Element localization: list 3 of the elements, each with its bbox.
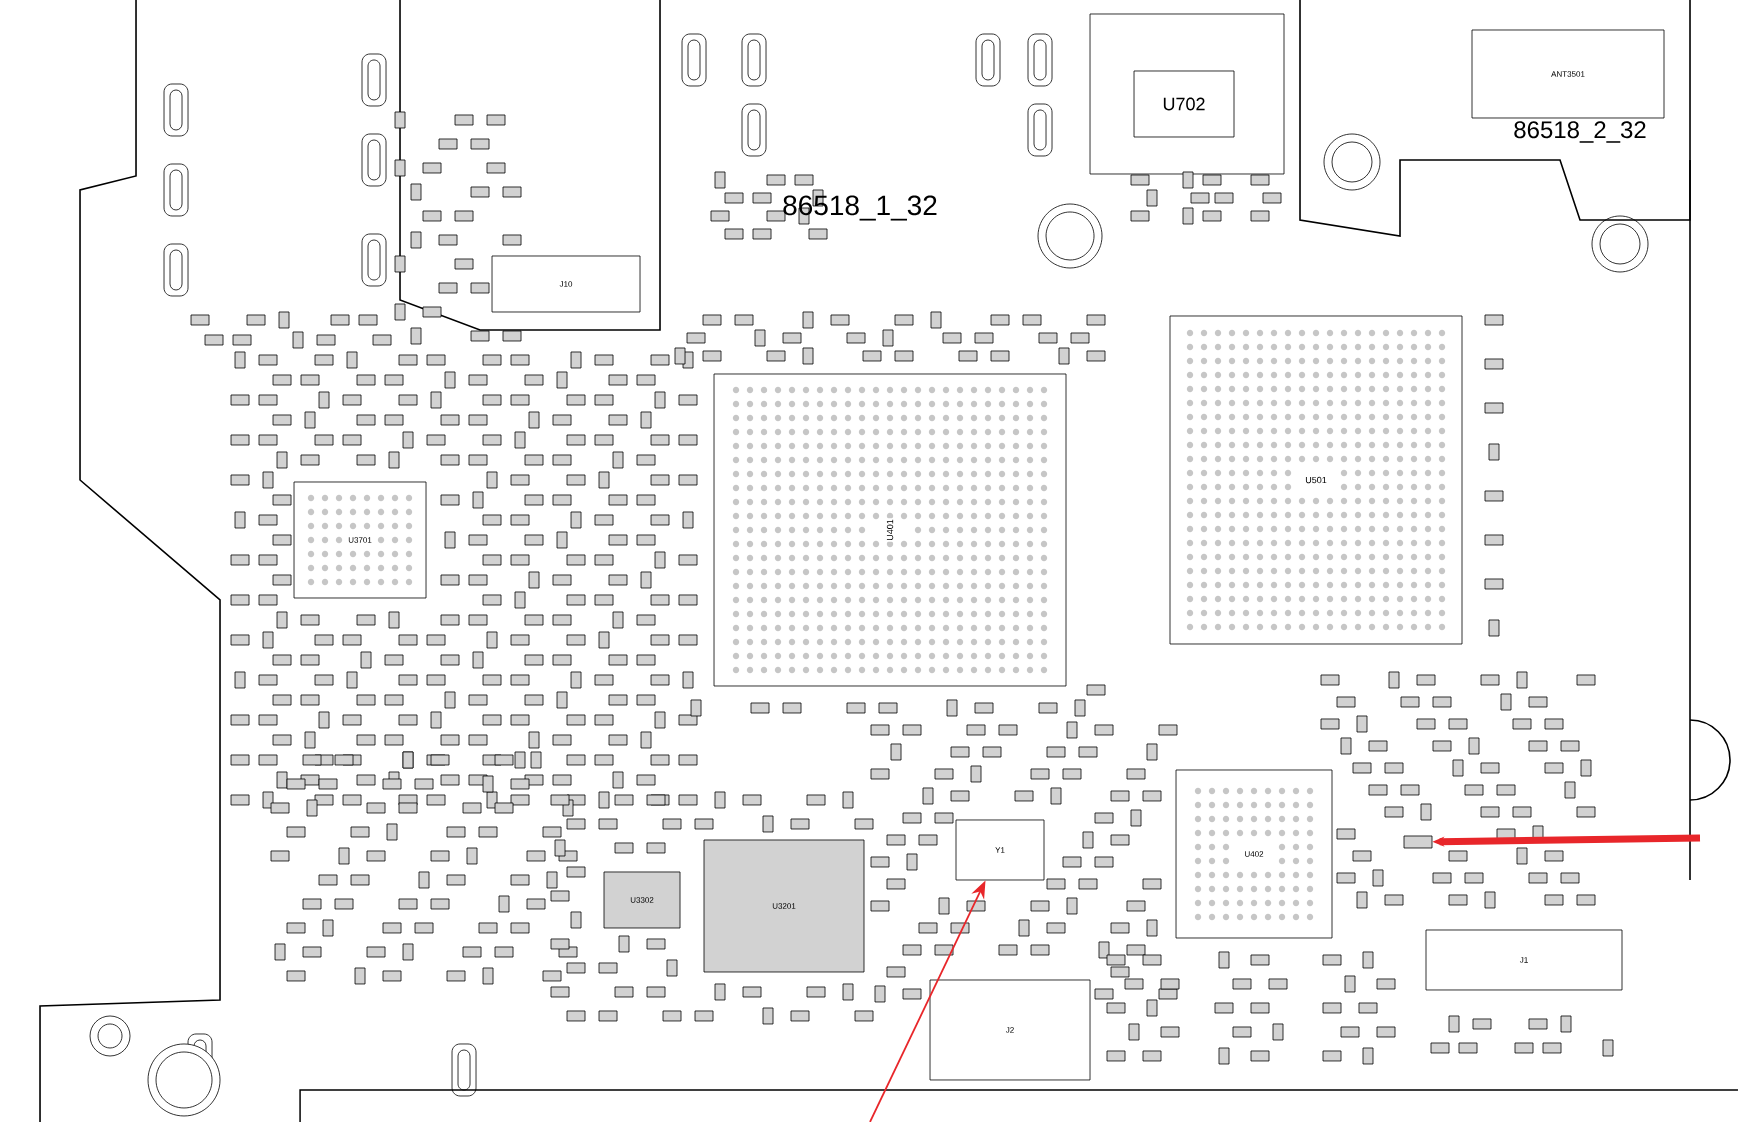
component-pad [1403,835,1433,849]
board-label: 86518_1_32 [783,195,937,221]
chip: U702 [1133,70,1235,138]
